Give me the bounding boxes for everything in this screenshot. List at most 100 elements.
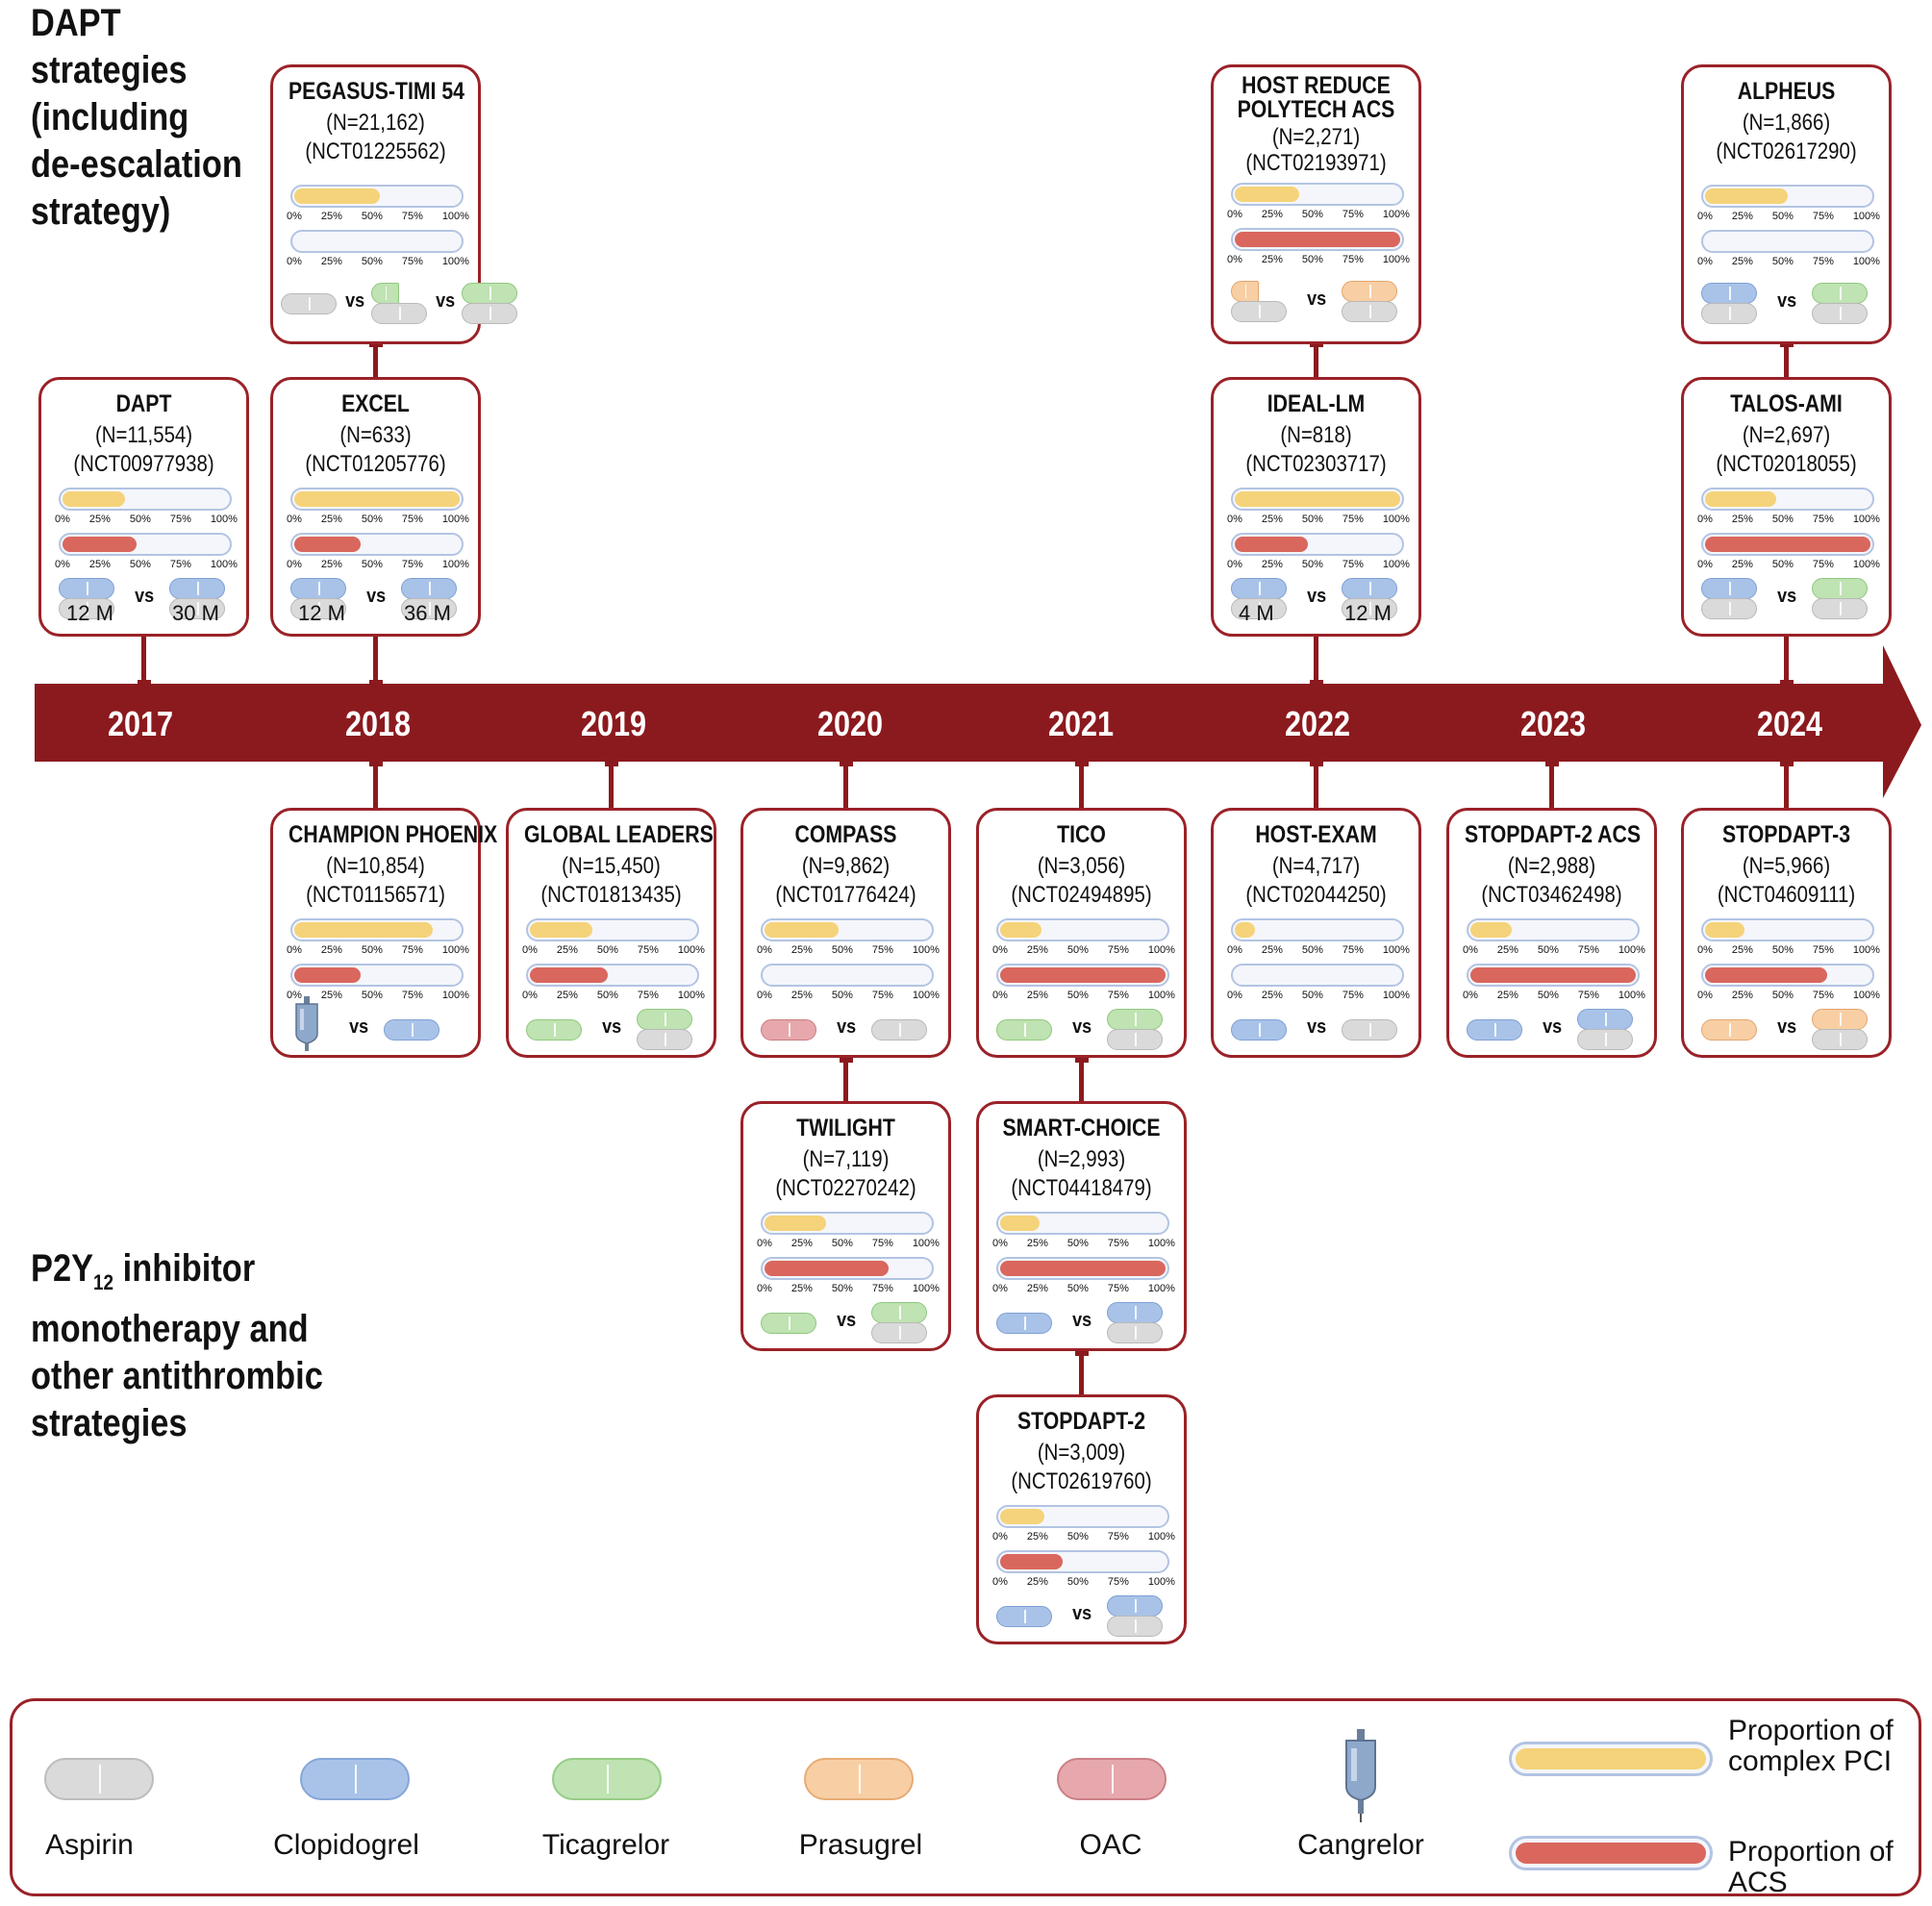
clopidogrel-pill-icon [300, 1758, 410, 1800]
trial-nct: (NCT03462498) [1481, 882, 1622, 908]
acs-bar [1701, 230, 1874, 253]
tick-label: 50% [361, 559, 383, 570]
trial-card-smart-choice: SMART-CHOICE(N=2,993)(NCT04418479)0%25%5… [976, 1101, 1187, 1351]
complex-pci-bar-ticks: 0%25%50%75%100% [992, 1238, 1175, 1249]
tick-label: 75% [1342, 990, 1364, 1001]
acs-bar-fill [530, 967, 608, 983]
trial-n: (N=3,009) [1037, 1440, 1126, 1466]
legend-acs-fill [1516, 1843, 1706, 1864]
vs-label: vs [365, 586, 386, 607]
aspirin-pill-icon [462, 303, 517, 324]
tick-label: 50% [831, 990, 853, 1001]
trial-name: STOPDAPT-2 ACS [1464, 821, 1642, 848]
connector-cap [1779, 342, 1794, 347]
acs-bar [761, 1257, 934, 1280]
complex-pci-bar-fill [294, 922, 434, 938]
year-2023: 2023 [1519, 704, 1587, 743]
acs-bar [1231, 964, 1404, 987]
duration-label: 12 M [1344, 601, 1392, 625]
legend-oac-label: OAC [1079, 1829, 1142, 1861]
tick-label: 75% [1342, 209, 1364, 220]
tick-label: 50% [1771, 514, 1794, 525]
tick-label: 0% [1227, 514, 1242, 525]
tick-label: 75% [401, 514, 423, 525]
tick-label: 25% [88, 514, 111, 525]
tick-label: 0% [1227, 254, 1242, 265]
complex-pci-bar-fill [1000, 1216, 1041, 1231]
complex-pci-bar [1231, 918, 1404, 941]
trial-n: (N=11,554) [94, 422, 193, 448]
year-2024: 2024 [1756, 704, 1823, 743]
aspirin-pill-icon [1701, 303, 1757, 324]
acs-bar-ticks: 0%25%50%75%100% [287, 990, 469, 1001]
trial-card-twilight: TWILIGHT(N=7,119)(NCT02270242)0%25%50%75… [740, 1101, 951, 1351]
complex-pci-bar-ticks: 0%25%50%75%100% [757, 944, 940, 956]
trial-n: (N=633) [339, 422, 412, 448]
tick-label: 25% [1496, 990, 1518, 1001]
complex-pci-bar-fill [294, 491, 460, 507]
trial-nct: (NCT01776424) [775, 882, 916, 908]
tick-label: 75% [401, 990, 423, 1001]
tick-label: 25% [1026, 1238, 1048, 1249]
trial-name: SMART-CHOICE [1002, 1115, 1161, 1141]
trial-name: TICO [1057, 821, 1106, 848]
tick-label: 25% [320, 944, 342, 956]
trial-n: (N=3,056) [1037, 853, 1126, 879]
duration-label: 12 M [298, 601, 345, 625]
connector-stem [373, 637, 378, 684]
legend-clopidogrel-label: Clopidogrel [273, 1829, 419, 1861]
tick-label: 50% [1066, 1283, 1089, 1294]
complex-pci-bar-fill [1705, 491, 1776, 507]
connector-stem [843, 1058, 848, 1101]
ticagrelor-pill-icon [526, 1019, 582, 1041]
legend-ticagrelor-label: Ticagrelor [541, 1829, 670, 1861]
clopidogrel-pill-icon [1577, 1009, 1633, 1030]
complex-pci-bar-fill [1235, 187, 1300, 202]
trial-name: STOPDAPT-3 [1721, 821, 1851, 848]
tick-label: 75% [401, 944, 423, 956]
connector-stem [1079, 1351, 1084, 1394]
acs-bar [761, 964, 934, 987]
aspirin-pill-icon [1812, 303, 1868, 324]
acs-bar-ticks: 0%25%50%75%100% [287, 256, 469, 267]
legend-aspirin-label: Aspirin [45, 1829, 134, 1861]
connector-cap [839, 1058, 853, 1063]
tick-label: 75% [1342, 944, 1364, 956]
clopidogrel-pill-icon [1342, 578, 1397, 599]
vs-label: vs [601, 1016, 621, 1038]
trial-nct: (NCT02018055) [1716, 451, 1857, 477]
complex-pci-bar [761, 918, 934, 941]
tick-label: 50% [361, 256, 383, 267]
trial-card-pegasus: PEGASUS-TIMI 54(N=21,162)(NCT01225562)0%… [270, 64, 517, 344]
complex-pci-bar [59, 488, 232, 511]
tick-label: 50% [596, 990, 618, 1001]
trial-name: TWILIGHT [796, 1115, 895, 1141]
clopidogrel-pill-icon [996, 1313, 1052, 1334]
trial-name: EXCEL [341, 390, 410, 417]
complex-pci-bar [290, 185, 464, 208]
tick-label: 0% [1227, 559, 1242, 570]
tick-label: 25% [1731, 256, 1753, 267]
aspirin-pill-icon [1342, 301, 1397, 322]
complex-pci-bar-ticks: 0%25%50%75%100% [1227, 514, 1410, 525]
tick-label: 100% [1147, 1576, 1175, 1588]
prasugrel-pill-icon [1701, 1019, 1757, 1041]
tick-label: 25% [1026, 1531, 1048, 1542]
vs-label: vs [836, 1016, 856, 1038]
complex-pci-bar-ticks: 0%25%50%75%100% [992, 944, 1175, 956]
acs-bar-fill [1235, 232, 1400, 247]
tick-label: 50% [1301, 514, 1323, 525]
tick-label: 75% [169, 514, 191, 525]
tick-label: 0% [287, 211, 302, 222]
connector-cap [839, 762, 853, 766]
tick-label: 50% [1066, 944, 1089, 956]
tick-label: 100% [441, 990, 469, 1001]
clopidogrel-pill-icon [1107, 1595, 1163, 1617]
tick-label: 0% [757, 1283, 772, 1294]
trial-n: (N=7,119) [802, 1146, 890, 1172]
tick-label: 100% [1382, 990, 1410, 1001]
tick-label: 50% [1771, 944, 1794, 956]
connector-stem [1314, 762, 1318, 808]
tick-label: 100% [441, 211, 469, 222]
complex-pci-bar-ticks: 0%25%50%75%100% [1227, 944, 1410, 956]
